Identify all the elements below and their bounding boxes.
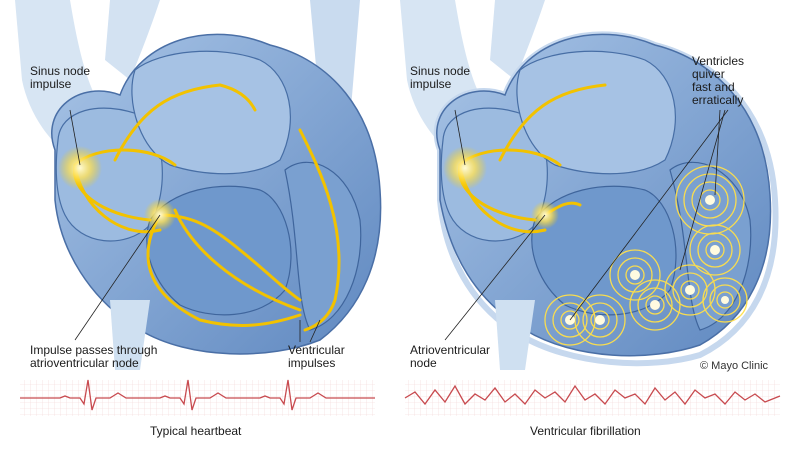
label-ventricular-impulses: Ventricular impulses [288, 344, 345, 370]
label-line: node [410, 356, 437, 370]
label-line: impulses [288, 356, 336, 370]
label-line: Sinus node [410, 64, 471, 78]
label-line: Sinus node [30, 64, 91, 78]
label-ventricles-quiver: Ventricles quiver fast and erratically [692, 55, 744, 107]
label-sinus-node-right: Sinus node impulse [410, 65, 470, 91]
caption-typical-heartbeat: Typical heartbeat [150, 424, 242, 438]
label-line: Atrioventricular [410, 343, 491, 357]
label-line: fast and [692, 80, 735, 94]
credit-text: © Mayo Clinic [700, 360, 769, 372]
label-line: impulse [30, 77, 72, 91]
left-heart [15, 0, 382, 370]
label-line: Ventricular [288, 343, 345, 357]
caption-ventricular-fibrillation: Ventricular fibrillation [530, 424, 641, 438]
label-line: Impulse passes through [30, 343, 158, 357]
label-line: atrioventricular node [30, 356, 139, 370]
label-line: impulse [410, 77, 452, 91]
sinus-node-glow [58, 146, 102, 190]
conduction-paths [72, 83, 341, 332]
label-sinus-node-left: Sinus node impulse [30, 65, 90, 91]
label-line: quiver [692, 67, 725, 81]
ecg-strip-left [20, 379, 375, 416]
label-av-node-right: Atrioventricular node [410, 344, 490, 370]
leader-lines [69, 109, 729, 343]
sparkle-icon [565, 195, 729, 325]
fibrillation-foci [544, 165, 748, 346]
right-heart [400, 0, 779, 370]
label-av-node-left: Impulse passes through atrioventricular … [30, 344, 157, 370]
ecg-strip-right [404, 380, 781, 416]
label-line: Ventricles [692, 54, 745, 68]
label-line: erratically [692, 93, 744, 107]
